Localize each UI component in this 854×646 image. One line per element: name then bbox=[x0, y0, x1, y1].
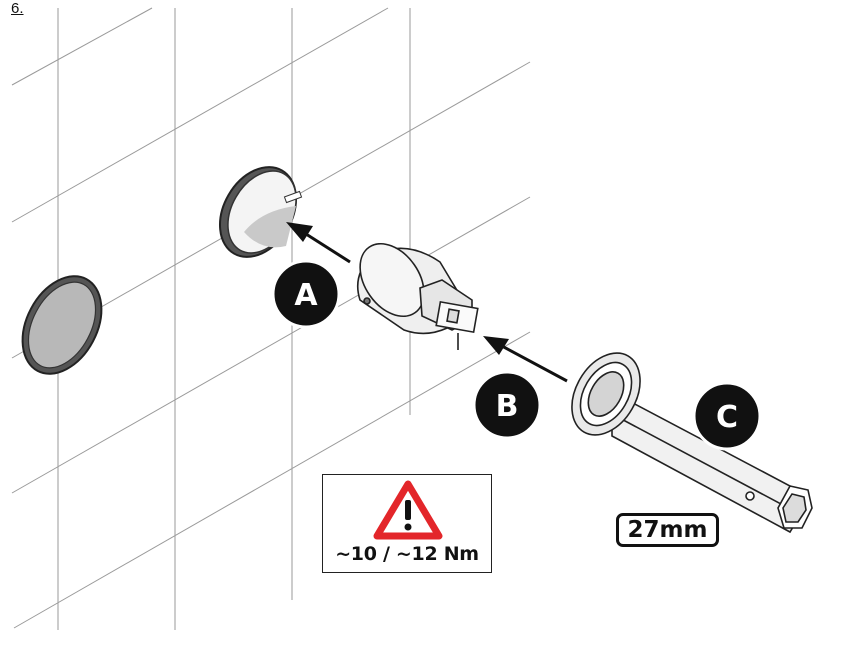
callout-a: A bbox=[271, 259, 341, 329]
callout-a-letter: A bbox=[294, 278, 318, 313]
torque-warning-box: ~10 / ~12 Nm bbox=[322, 474, 492, 573]
torque-value: ~10 / ~12 Nm bbox=[335, 543, 479, 565]
cartridge bbox=[356, 242, 479, 350]
valve-housing-opening bbox=[219, 166, 303, 258]
callout-b: B bbox=[472, 370, 542, 440]
arrow-b bbox=[483, 336, 568, 383]
socket-wrench bbox=[571, 352, 813, 534]
socket-size-label: 27mm bbox=[616, 513, 719, 547]
callout-c: C bbox=[692, 381, 762, 451]
callout-b-letter: B bbox=[496, 389, 519, 424]
step-number: 6. bbox=[11, 0, 24, 17]
warning-triangle-icon bbox=[373, 480, 443, 540]
wall-cover-plate bbox=[21, 275, 103, 375]
arrow-a bbox=[286, 222, 351, 264]
callout-c-letter: C bbox=[716, 400, 738, 435]
